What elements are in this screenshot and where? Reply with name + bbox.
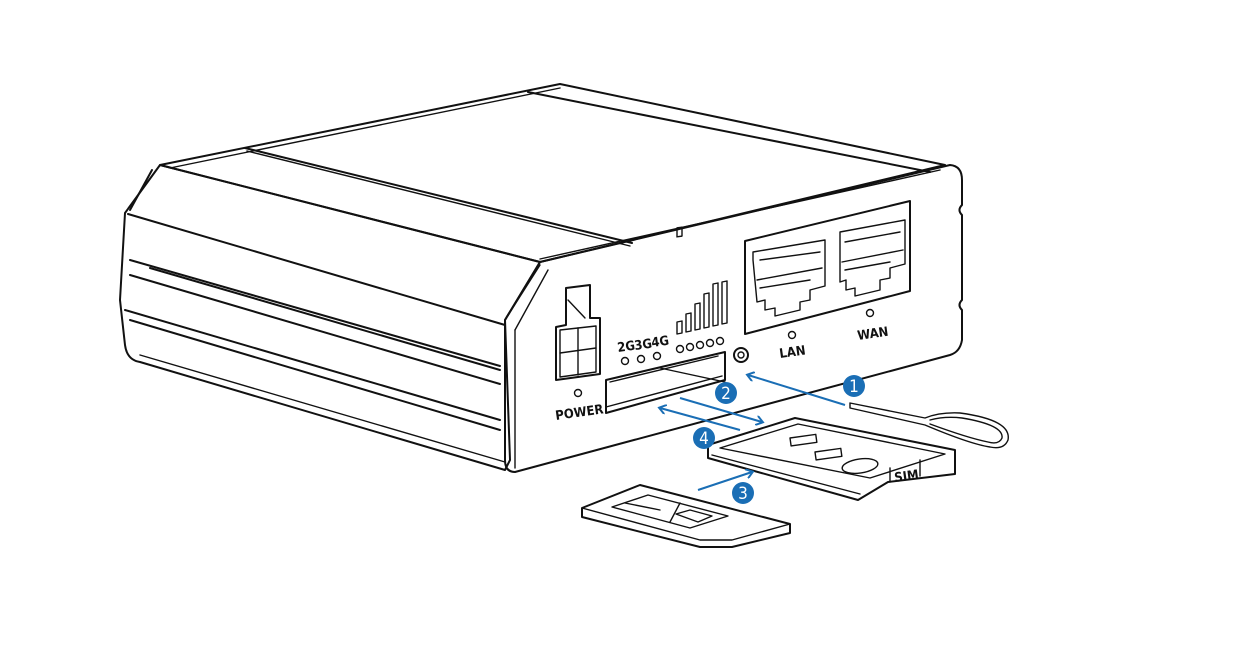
reset-hole (733, 347, 749, 363)
power-connector: POWER (554, 284, 605, 424)
arrow-step-1 (748, 375, 846, 406)
svg-text:3: 3 (738, 484, 748, 504)
sim-eject-pin (849, 402, 1009, 449)
label-4g: 4G (650, 334, 670, 351)
network-indicators: 2G 3G 4G (616, 334, 670, 366)
step-badge-3: 3 (732, 482, 754, 504)
signal-strength-indicator (675, 226, 728, 354)
sim-card (581, 484, 791, 548)
step-badge-2: 2 (715, 382, 737, 404)
wan-port: WAN (839, 219, 906, 344)
step-arrows (660, 375, 846, 491)
svg-text:4: 4 (699, 429, 709, 449)
label-2g: 2G (616, 339, 636, 356)
svg-text:2: 2 (721, 384, 731, 404)
arrow-step-3 (697, 472, 752, 491)
arrow-step-4-out (660, 408, 741, 431)
step-badge-4: 4 (693, 427, 715, 449)
router-front-panel (504, 164, 963, 473)
router-side-panel (119, 164, 541, 471)
sim-tray: SIM (707, 417, 956, 501)
step-badge-1: 1 (843, 375, 865, 397)
ethernet-port-frame (744, 200, 911, 335)
sim-slot (605, 347, 749, 414)
lan-label: LAN (778, 343, 806, 362)
router-device (119, 83, 963, 473)
lan-port: LAN (752, 239, 826, 362)
router-top-panel (159, 83, 946, 263)
label-3g: 3G (633, 337, 653, 354)
arrow-step-4-in (679, 397, 762, 422)
sim-tray-label: SIM (893, 468, 919, 486)
step-badges: 1 2 3 4 (693, 375, 865, 504)
power-label: POWER (554, 402, 604, 424)
svg-text:1: 1 (849, 377, 859, 397)
wan-label: WAN (856, 325, 889, 344)
